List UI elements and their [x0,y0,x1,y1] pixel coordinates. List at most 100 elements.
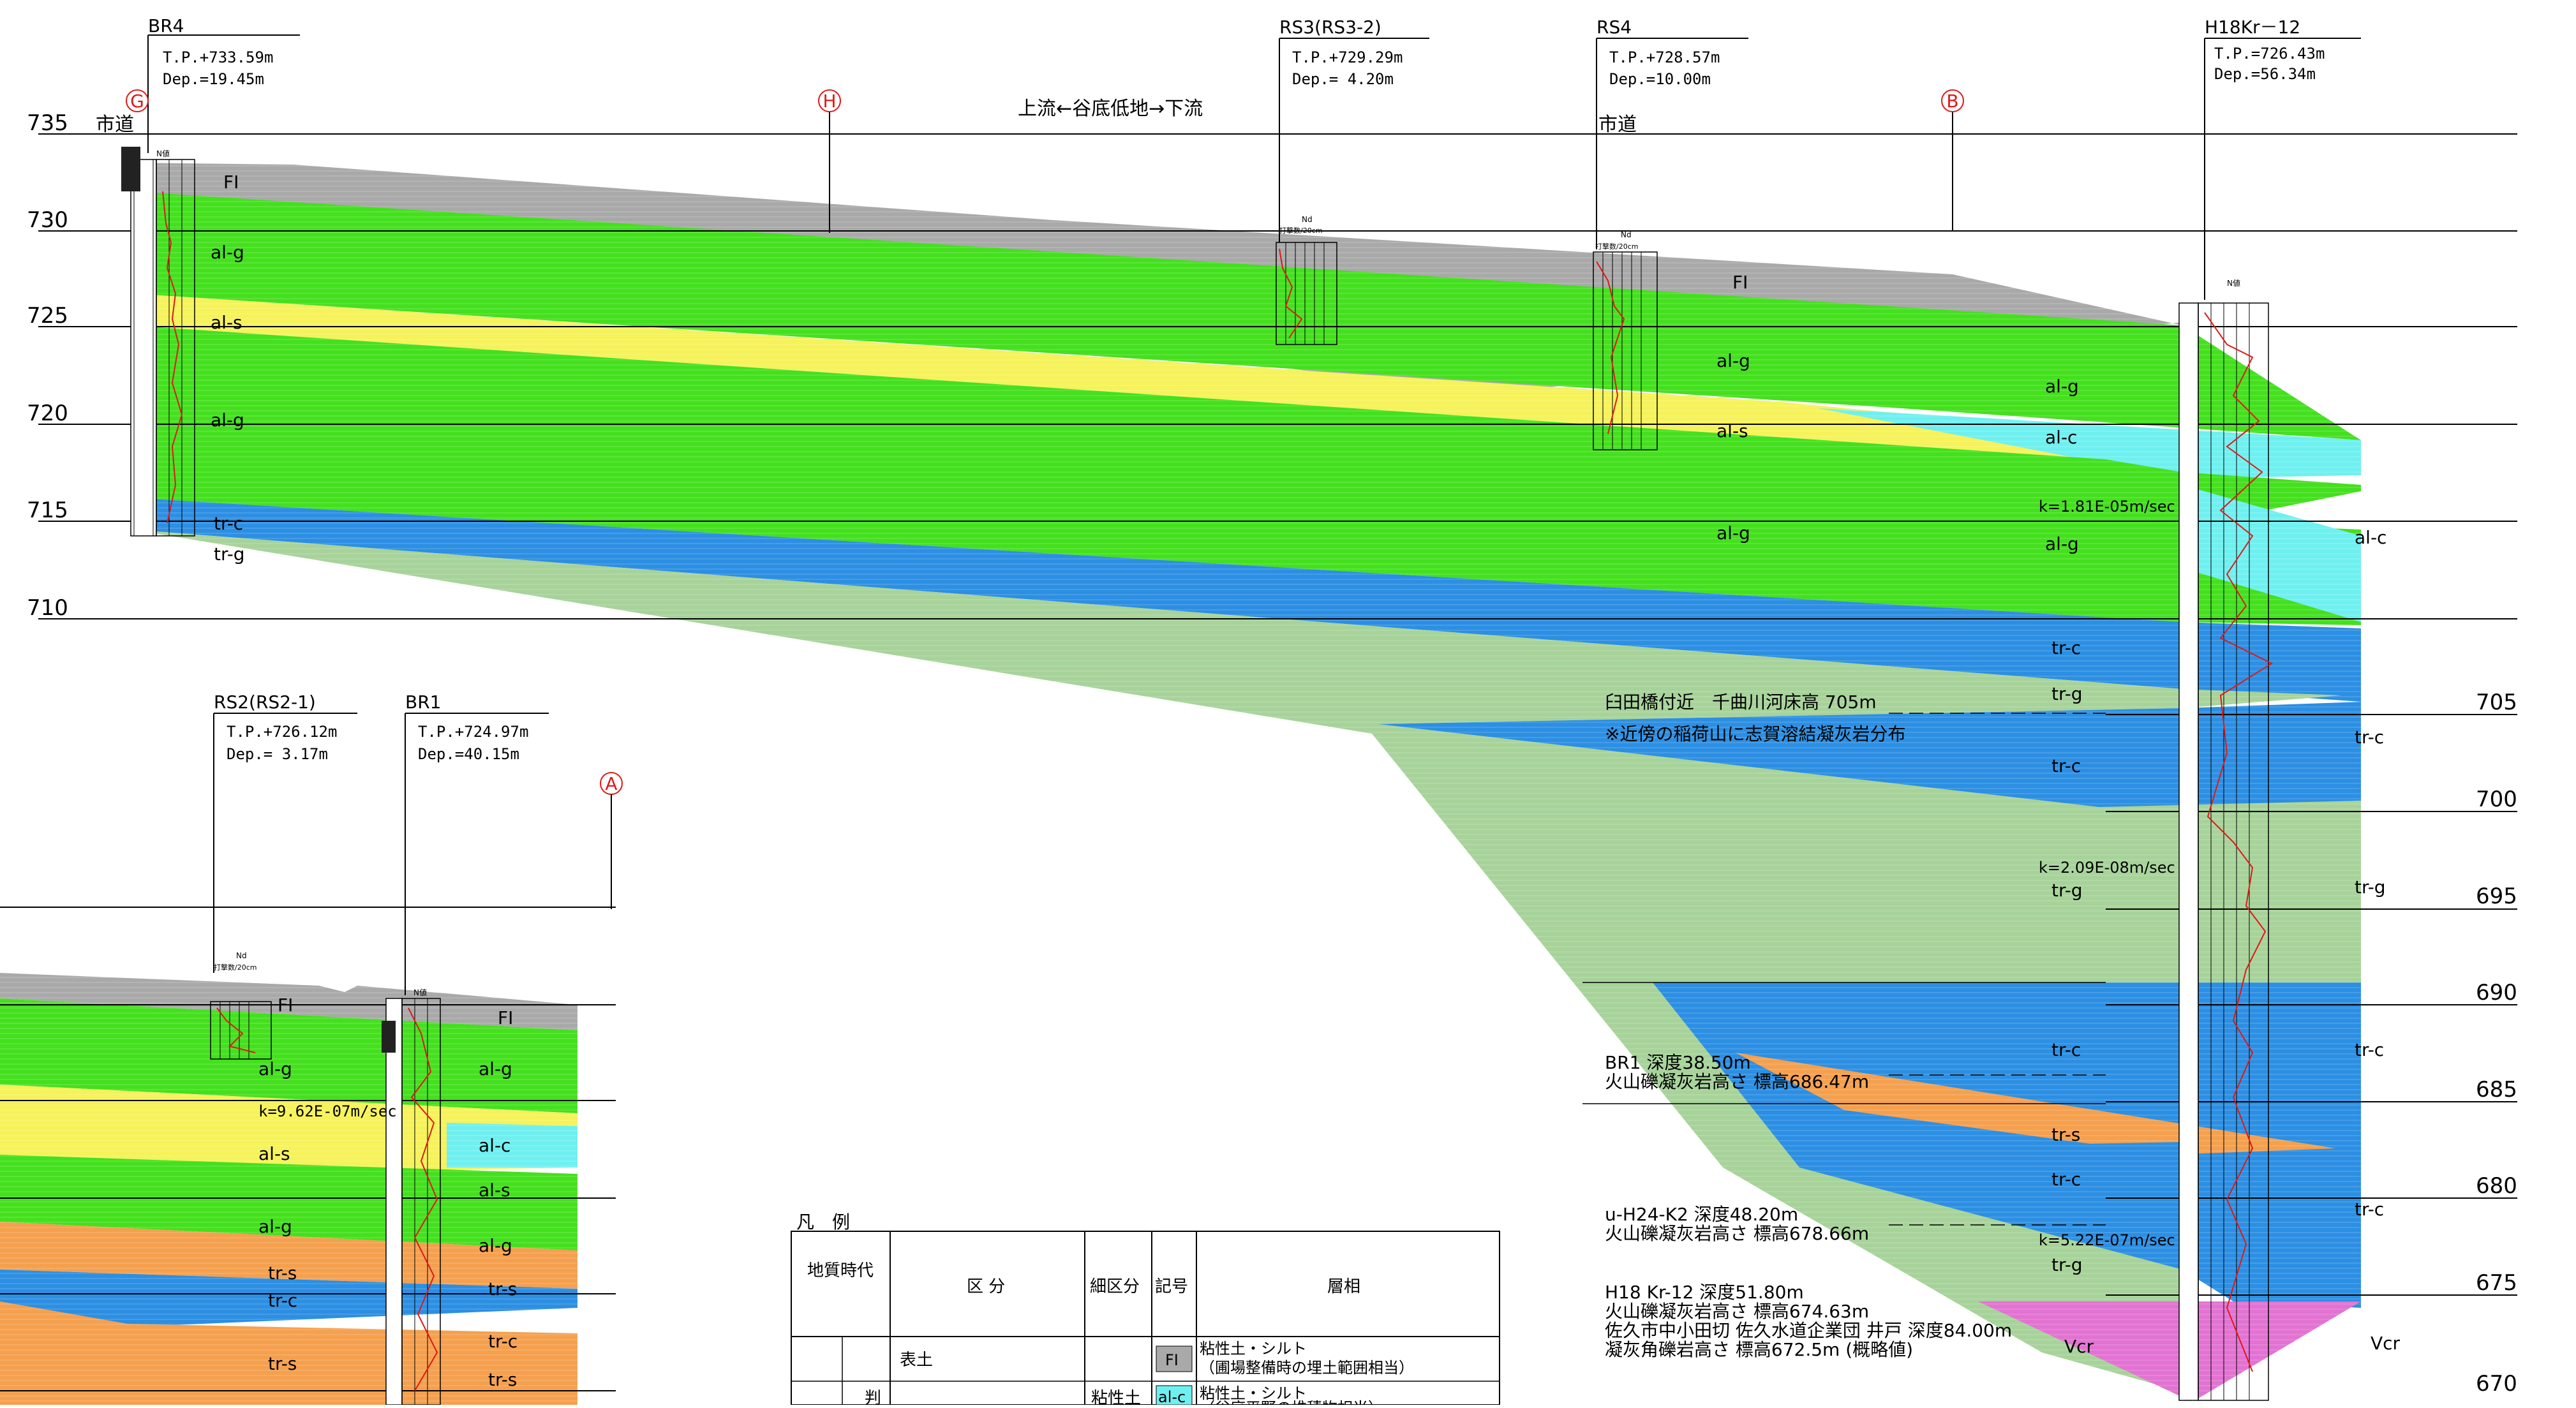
legend-header-kigo: 記号 [1155,1277,1188,1296]
label-alg-3: al-g [1716,350,1750,371]
label-alg-5: al-g [2045,376,2079,397]
label-als-1: al-s [211,312,242,333]
legend-row-alc-soso-2: （谷底平野の堆積物相当） [1200,1399,1383,1405]
label-als-2: al-s [1716,420,1748,441]
note-br1-a: BR1 深度38.50m [1605,1052,1751,1073]
note-h18-a: H18 Kr-12 深度51.80m [1605,1282,1804,1303]
label-trg-1: tr-g [214,544,245,565]
b-label-alg-3: al-g [258,1216,292,1237]
label-alg-1: al-g [211,242,244,263]
label-trc-4: tr-c [2355,727,2384,748]
annotation-notes: 臼田橋付近 千曲川河床高 705m ※近傍の稲荷山に志賀溶結凝灰岩分布 BR1 … [1605,692,2012,1360]
label-alc-2: al-c [2355,527,2386,548]
borehole-rs2-name: RS2(RS2-1) [214,692,316,713]
bottom-layer-labels: FI FI al-g al-g al-s al-c al-s al-g al-g… [258,995,517,1390]
elev-735: 735 [27,110,68,136]
borehole-h18-tp: T.P.=726.43m [2214,45,2325,63]
borehole-rs3-header: RS3(RS3-2) T.P.+729.29m Dep.= 4.20m [1279,17,1429,242]
b-label-trs-4: tr-s [488,1369,517,1390]
legend-row-fill-kigo: FI [1165,1351,1179,1369]
borehole-logs-bottom: Nd 打撃数/20cm N値 [210,951,441,1405]
b-label-alg-2: al-g [479,1058,512,1079]
log-header-rs3-nd: Nd [1302,215,1313,224]
borehole-rs3-log: Nd 打撃数/20cm [1276,215,1337,345]
permeability-k2: k=2.09E-08m/sec [2039,859,2175,877]
b-label-alc-1: al-c [479,1135,510,1156]
borehole-headers-bottom: RS2(RS2-1) T.P.+726.12m Dep.= 3.17m BR1 … [213,692,623,995]
legend-row-alc-saikubun: 粘性土 [1091,1389,1141,1405]
label-vcr-2: Vcr [2371,1333,2401,1354]
label-fi-2: FI [1732,272,1748,293]
road-label-left: 市道 [96,114,134,136]
label-alg-6: al-g [2045,533,2079,554]
elev-715: 715 [27,498,68,523]
top-layer-labels: FI FI al-g al-s al-g tr-c tr-g al-g al-s… [211,172,2401,1357]
label-trc-2: tr-c [2051,637,2081,658]
b-label-trs-2: tr-s [488,1278,517,1300]
log-header-rs4-count: 打撃数/20cm [1595,242,1638,251]
borehole-h18-log: N値 [2178,278,2274,1401]
borehole-h18-dep: Dep.=56.34m [2214,65,2316,83]
elev-675: 675 [2476,1270,2517,1296]
borehole-rs4-log: Nd 打撃数/20cm [1593,230,1658,450]
section-marker-h: H [823,91,836,112]
log-header-br1: N値 [413,988,427,997]
borehole-br1-header: BR1 T.P.+724.97m Dep.=40.15m [405,692,549,995]
b-label-alg-4: al-g [479,1235,512,1256]
borehole-rs4-tp: T.P.+728.57m [1609,48,1720,66]
top-grid [38,133,2517,1296]
borehole-br4-tp: T.P.+733.59m [163,48,273,66]
elev-685: 685 [2476,1077,2517,1102]
borehole-logs-top: N値 Nd 打撃数/20cm Nd 打撃数/20cm [121,147,2274,1401]
permeability-k3: k=5.22E-07m/sec [2039,1231,2175,1249]
legend-era-char: 判 [865,1389,881,1405]
b-label-trs-3: tr-s [268,1353,297,1374]
flow-direction-label: 上流←谷底低地→下流 [1018,98,1203,120]
borehole-headers-top: BR4 T.P.+733.59m Dep.=19.45m RS3(RS3-2) … [147,15,2361,300]
borehole-h18-header: H18Kr－12 T.P.=726.43m Dep.=56.34m [2204,17,2361,300]
b-layer-hatch [0,970,581,1405]
bottom-section [0,970,581,1405]
legend-row-fill-soso-1: 粘性土・シルト [1200,1340,1307,1358]
label-trg-3: tr-g [2051,880,2083,901]
b-label-fi-1: FI [278,995,293,1016]
borehole-rs3-dep: Dep.= 4.20m [1292,70,1394,88]
permeability-labels-top: k=1.81E-05m/sec k=2.09E-08m/sec k=5.22E-… [2039,498,2175,1249]
label-alg-2: al-g [211,410,244,431]
borehole-rs4-header: RS4 T.P.+728.57m Dep.=10.00m [1596,17,1748,249]
borehole-rs2-tp: T.P.+726.12m [227,723,337,741]
log-header-h18: N値 [2227,278,2240,288]
borehole-br4-dep: Dep.=19.45m [163,70,264,88]
legend-row-fill: 表土 FI 粘性土・シルト （圃場整備時の埋土範囲相当） [900,1340,1414,1377]
legend-header-saikubun: 細区分 [1090,1277,1140,1296]
section-marker-b: B [1946,91,1958,112]
log-header-rs2-count: 打撃数/20cm [214,963,257,972]
permeability-k1: k=1.81E-05m/sec [2039,498,2175,515]
elev-700: 700 [2476,787,2517,812]
label-trs-1: tr-s [2051,1124,2080,1145]
b-label-trs-1: tr-s [268,1263,297,1284]
borehole-br4-header: BR4 T.P.+733.59m Dep.=19.45m [147,15,300,153]
borehole-br1-dep: Dep.=40.15m [418,745,519,763]
note-u-b: 火山礫凝灰岩高さ 標高678.66m [1605,1223,1869,1244]
elevation-axis-left: 735 730 725 720 715 710 [27,110,68,621]
borehole-br1-tp: T.P.+724.97m [418,723,528,741]
legend-row-fill-soso-2: （圃場整備時の埋土範囲相当） [1200,1359,1414,1377]
log-header-br4: N値 [156,149,170,158]
label-trc-1: tr-c [214,513,243,534]
elev-695: 695 [2476,884,2517,909]
log-header-rs2-nd: Nd [236,951,247,960]
road-labels: 市道 市道 [96,114,1637,136]
borehole-rs2-log: Nd 打撃数/20cm [210,951,272,1060]
permeability-bottom: k=9.62E-07m/sec [258,1102,397,1120]
road-label-right: 市道 [1598,114,1637,136]
legend-header-soso: 層相 [1327,1277,1360,1296]
borehole-rs3-name: RS3(RS3-2) [1279,17,1381,38]
label-trc-6: tr-c [2355,1039,2384,1060]
label-trg-2: tr-g [2051,683,2083,704]
note-h18-c: 佐久市中小田切 佐久水道企業団 井戸 深度84.00m [1605,1320,2012,1341]
section-markers-top: G H B [126,89,1964,233]
label-trg-5: tr-g [2051,1254,2083,1275]
b-label-fi-2: FI [498,1007,513,1028]
